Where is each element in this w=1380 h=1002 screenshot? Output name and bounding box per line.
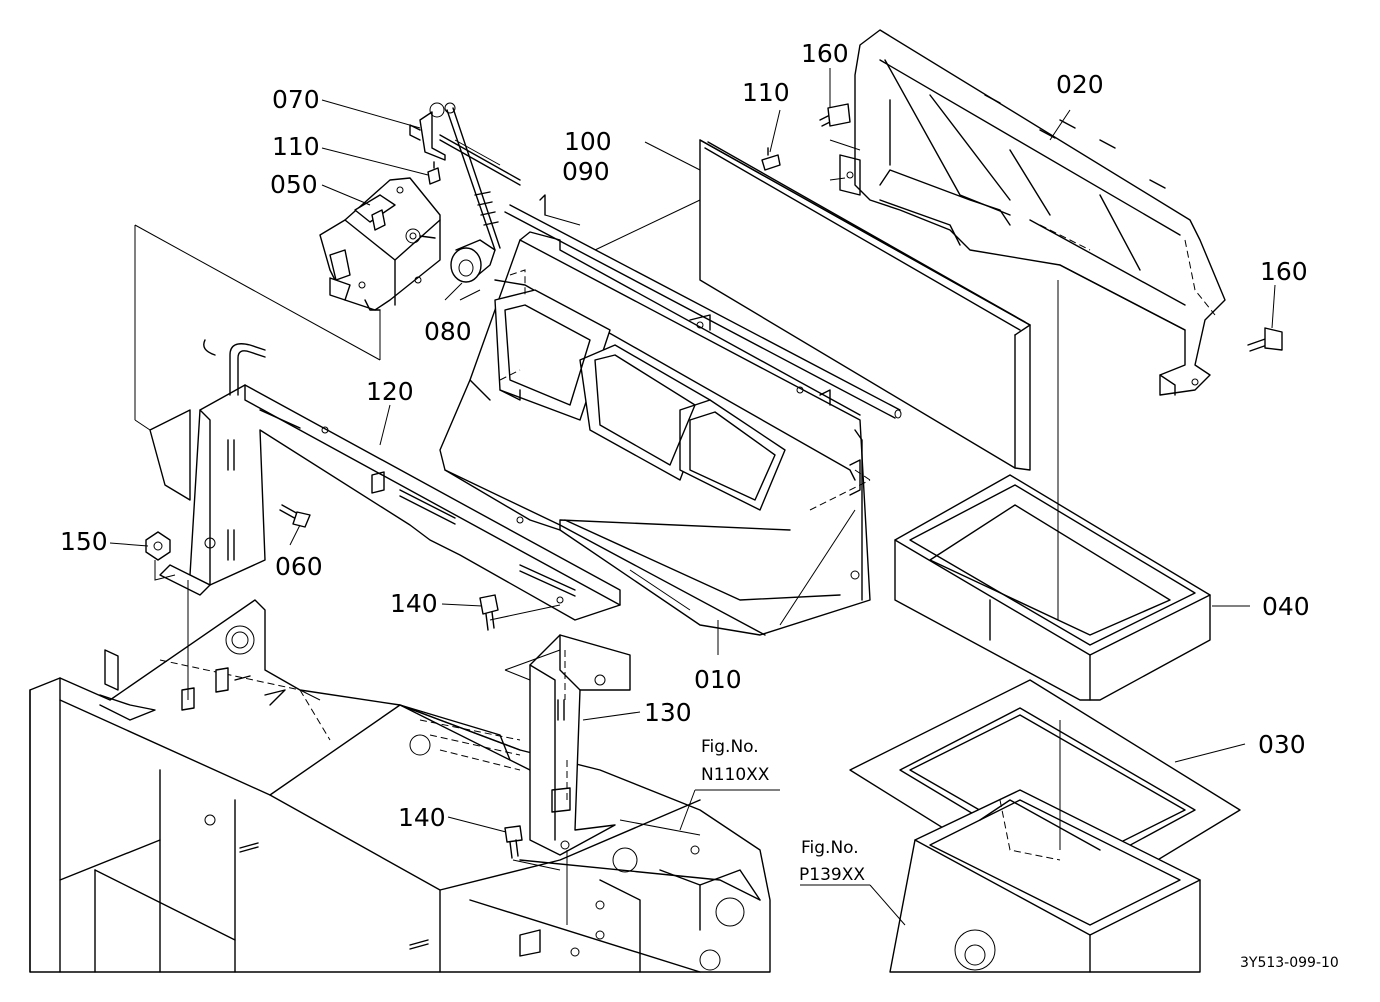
fig-ref-p139-line2: P139XX xyxy=(799,865,865,885)
label-080: 080 xyxy=(424,317,472,346)
bolt-160-a xyxy=(819,103,851,127)
label-150: 150 xyxy=(60,527,108,556)
screw-060 xyxy=(279,504,311,528)
part-labels: 070 110 050 100 090 110 160 020 160 080 … xyxy=(60,39,1310,832)
label-090: 090 xyxy=(562,157,610,186)
tray-040 xyxy=(894,474,1211,701)
label-140-b: 140 xyxy=(398,803,446,832)
bracket-130 xyxy=(529,634,631,856)
figure-references: Fig.No. N110XX Fig.No. P139XX xyxy=(701,737,865,885)
assembly-lines xyxy=(134,139,1061,925)
label-140-a: 140 xyxy=(390,589,438,618)
fig-ref-n110-line2: N110XX xyxy=(701,765,770,785)
label-050: 050 xyxy=(270,170,318,199)
leader-lines xyxy=(109,68,1276,926)
label-070: 070 xyxy=(272,85,320,114)
fig-ref-n110-line1: Fig.No. xyxy=(701,737,759,757)
label-110-a: 110 xyxy=(272,132,320,161)
bolt-160-b xyxy=(1247,327,1283,352)
panel-100 xyxy=(699,139,1031,471)
label-160-b: 160 xyxy=(1260,257,1308,286)
label-020: 020 xyxy=(1056,70,1104,99)
actuator-050 xyxy=(319,177,441,311)
label-120: 120 xyxy=(366,377,414,406)
nut-150 xyxy=(145,531,171,561)
fig-ref-p139-line1: Fig.No. xyxy=(801,838,859,858)
bolt-140-b xyxy=(504,825,523,859)
screw-110-a xyxy=(427,161,441,185)
link-080 xyxy=(446,107,501,283)
label-040: 040 xyxy=(1262,592,1310,621)
bracket-120 xyxy=(149,339,621,621)
label-110-b: 110 xyxy=(742,78,790,107)
duct-base xyxy=(889,789,1201,973)
label-130: 130 xyxy=(644,698,692,727)
label-100: 100 xyxy=(564,127,612,156)
cover-020 xyxy=(839,29,1226,396)
label-010: 010 xyxy=(694,665,742,694)
bolt-140-a xyxy=(479,594,499,631)
label-160-a: 160 xyxy=(801,39,849,68)
screw-110-b xyxy=(761,147,781,171)
drawing-code: 3Y513-099-10 xyxy=(1240,955,1339,971)
label-030: 030 xyxy=(1258,730,1306,759)
base-frame xyxy=(29,599,771,973)
label-060: 060 xyxy=(275,552,323,581)
housing-010 xyxy=(439,231,871,636)
lever-070 xyxy=(409,102,521,186)
rod-090 xyxy=(504,194,902,419)
